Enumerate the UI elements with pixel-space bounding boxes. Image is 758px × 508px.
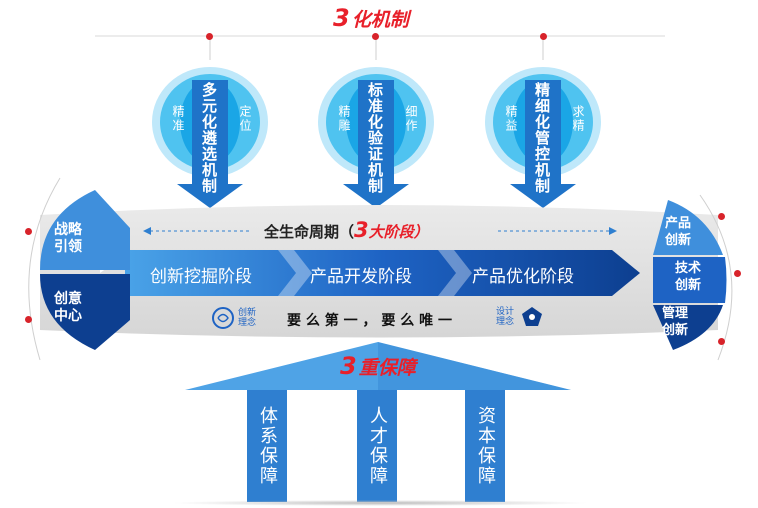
right-dot-1 (718, 213, 725, 220)
pillar-system-label: 体系保障 (257, 406, 278, 486)
left-dot-2 (25, 316, 32, 323)
design-icon (522, 307, 542, 326)
mechanism-2-title: 标准化验证机制 (366, 82, 384, 194)
top-dot-3 (540, 33, 547, 40)
pillar-talent-label: 人才保障 (367, 406, 388, 486)
left-arcs (28, 177, 130, 361)
mechanism-3-right: 求精 (571, 105, 585, 133)
base-shadow (170, 500, 590, 506)
mechanism-1: 多元化遴选机制 精准 定位 (145, 60, 275, 210)
design-badge: 设计理念 (496, 305, 544, 329)
mechanism-3-left: 精益 (504, 105, 518, 133)
mechanism-1-left: 精准 (171, 105, 185, 133)
mechanism-2-rings (318, 67, 434, 208)
left-label-strategy: 战略 引领 (54, 222, 82, 255)
lifecycle-prefix: 全生命周期（ (264, 223, 355, 241)
innovation-badge: 创新理念 (210, 305, 258, 331)
mechanism-2-right: 细作 (404, 105, 418, 133)
right-dot-3 (718, 338, 725, 345)
right-label-product: 产品 创新 (665, 216, 692, 248)
design-badge-label: 设计理念 (496, 307, 515, 327)
guarantee-title-text: 重保障 (358, 357, 416, 379)
innovation-badge-label: 创新理念 (238, 308, 257, 328)
top-title-number: 3 (333, 4, 350, 32)
motto-text: 要 么 第 一 ， 要 么 唯 一 (287, 313, 452, 329)
mechanism-2-left: 精雕 (337, 105, 351, 133)
lifecycle-title: 全生命周期（3大阶段） (264, 218, 429, 242)
brain-icon (212, 307, 234, 329)
top-title-text: 化机制 (351, 9, 409, 31)
left-dot-1 (25, 228, 32, 235)
pillar-capital: 资本保障 (465, 390, 505, 502)
stage-1: 创新挖掘阶段 (150, 267, 252, 287)
top-divider (95, 35, 665, 60)
mechanism-1-right: 定位 (238, 105, 252, 133)
mechanism-1-title: 多元化遴选机制 (200, 82, 218, 194)
lifecycle-band (40, 205, 718, 338)
mechanism-1-rings (152, 67, 268, 208)
guarantee-title-number: 3 (340, 352, 357, 380)
mechanism-3-title: 精细化管控机制 (533, 82, 551, 194)
guarantee-roof (185, 342, 571, 390)
right-label-management: 管理 创新 (662, 306, 689, 338)
mechanism-3: 精细化管控机制 精益 求精 (478, 60, 608, 210)
stage-3: 产品优化阶段 (472, 267, 574, 287)
top-dot-2 (372, 33, 379, 40)
right-arcs (653, 194, 733, 361)
right-label-tech: 技术 创新 (675, 261, 702, 293)
lifecycle-number: 3 (354, 218, 369, 242)
lifecycle-suffix: 大阶段） (368, 223, 429, 241)
pillar-system: 体系保障 (247, 390, 287, 502)
stage-2: 产品开发阶段 (310, 267, 412, 287)
mechanism-3-rings (485, 67, 601, 208)
mechanism-2: 标准化验证机制 精雕 细作 (311, 60, 441, 210)
pillar-capital-label: 资本保障 (475, 406, 496, 486)
right-dot-2 (734, 270, 741, 277)
pillar-talent: 人才保障 (357, 390, 397, 502)
top-dot-1 (206, 33, 213, 40)
left-label-creative: 创意 中心 (54, 291, 82, 324)
